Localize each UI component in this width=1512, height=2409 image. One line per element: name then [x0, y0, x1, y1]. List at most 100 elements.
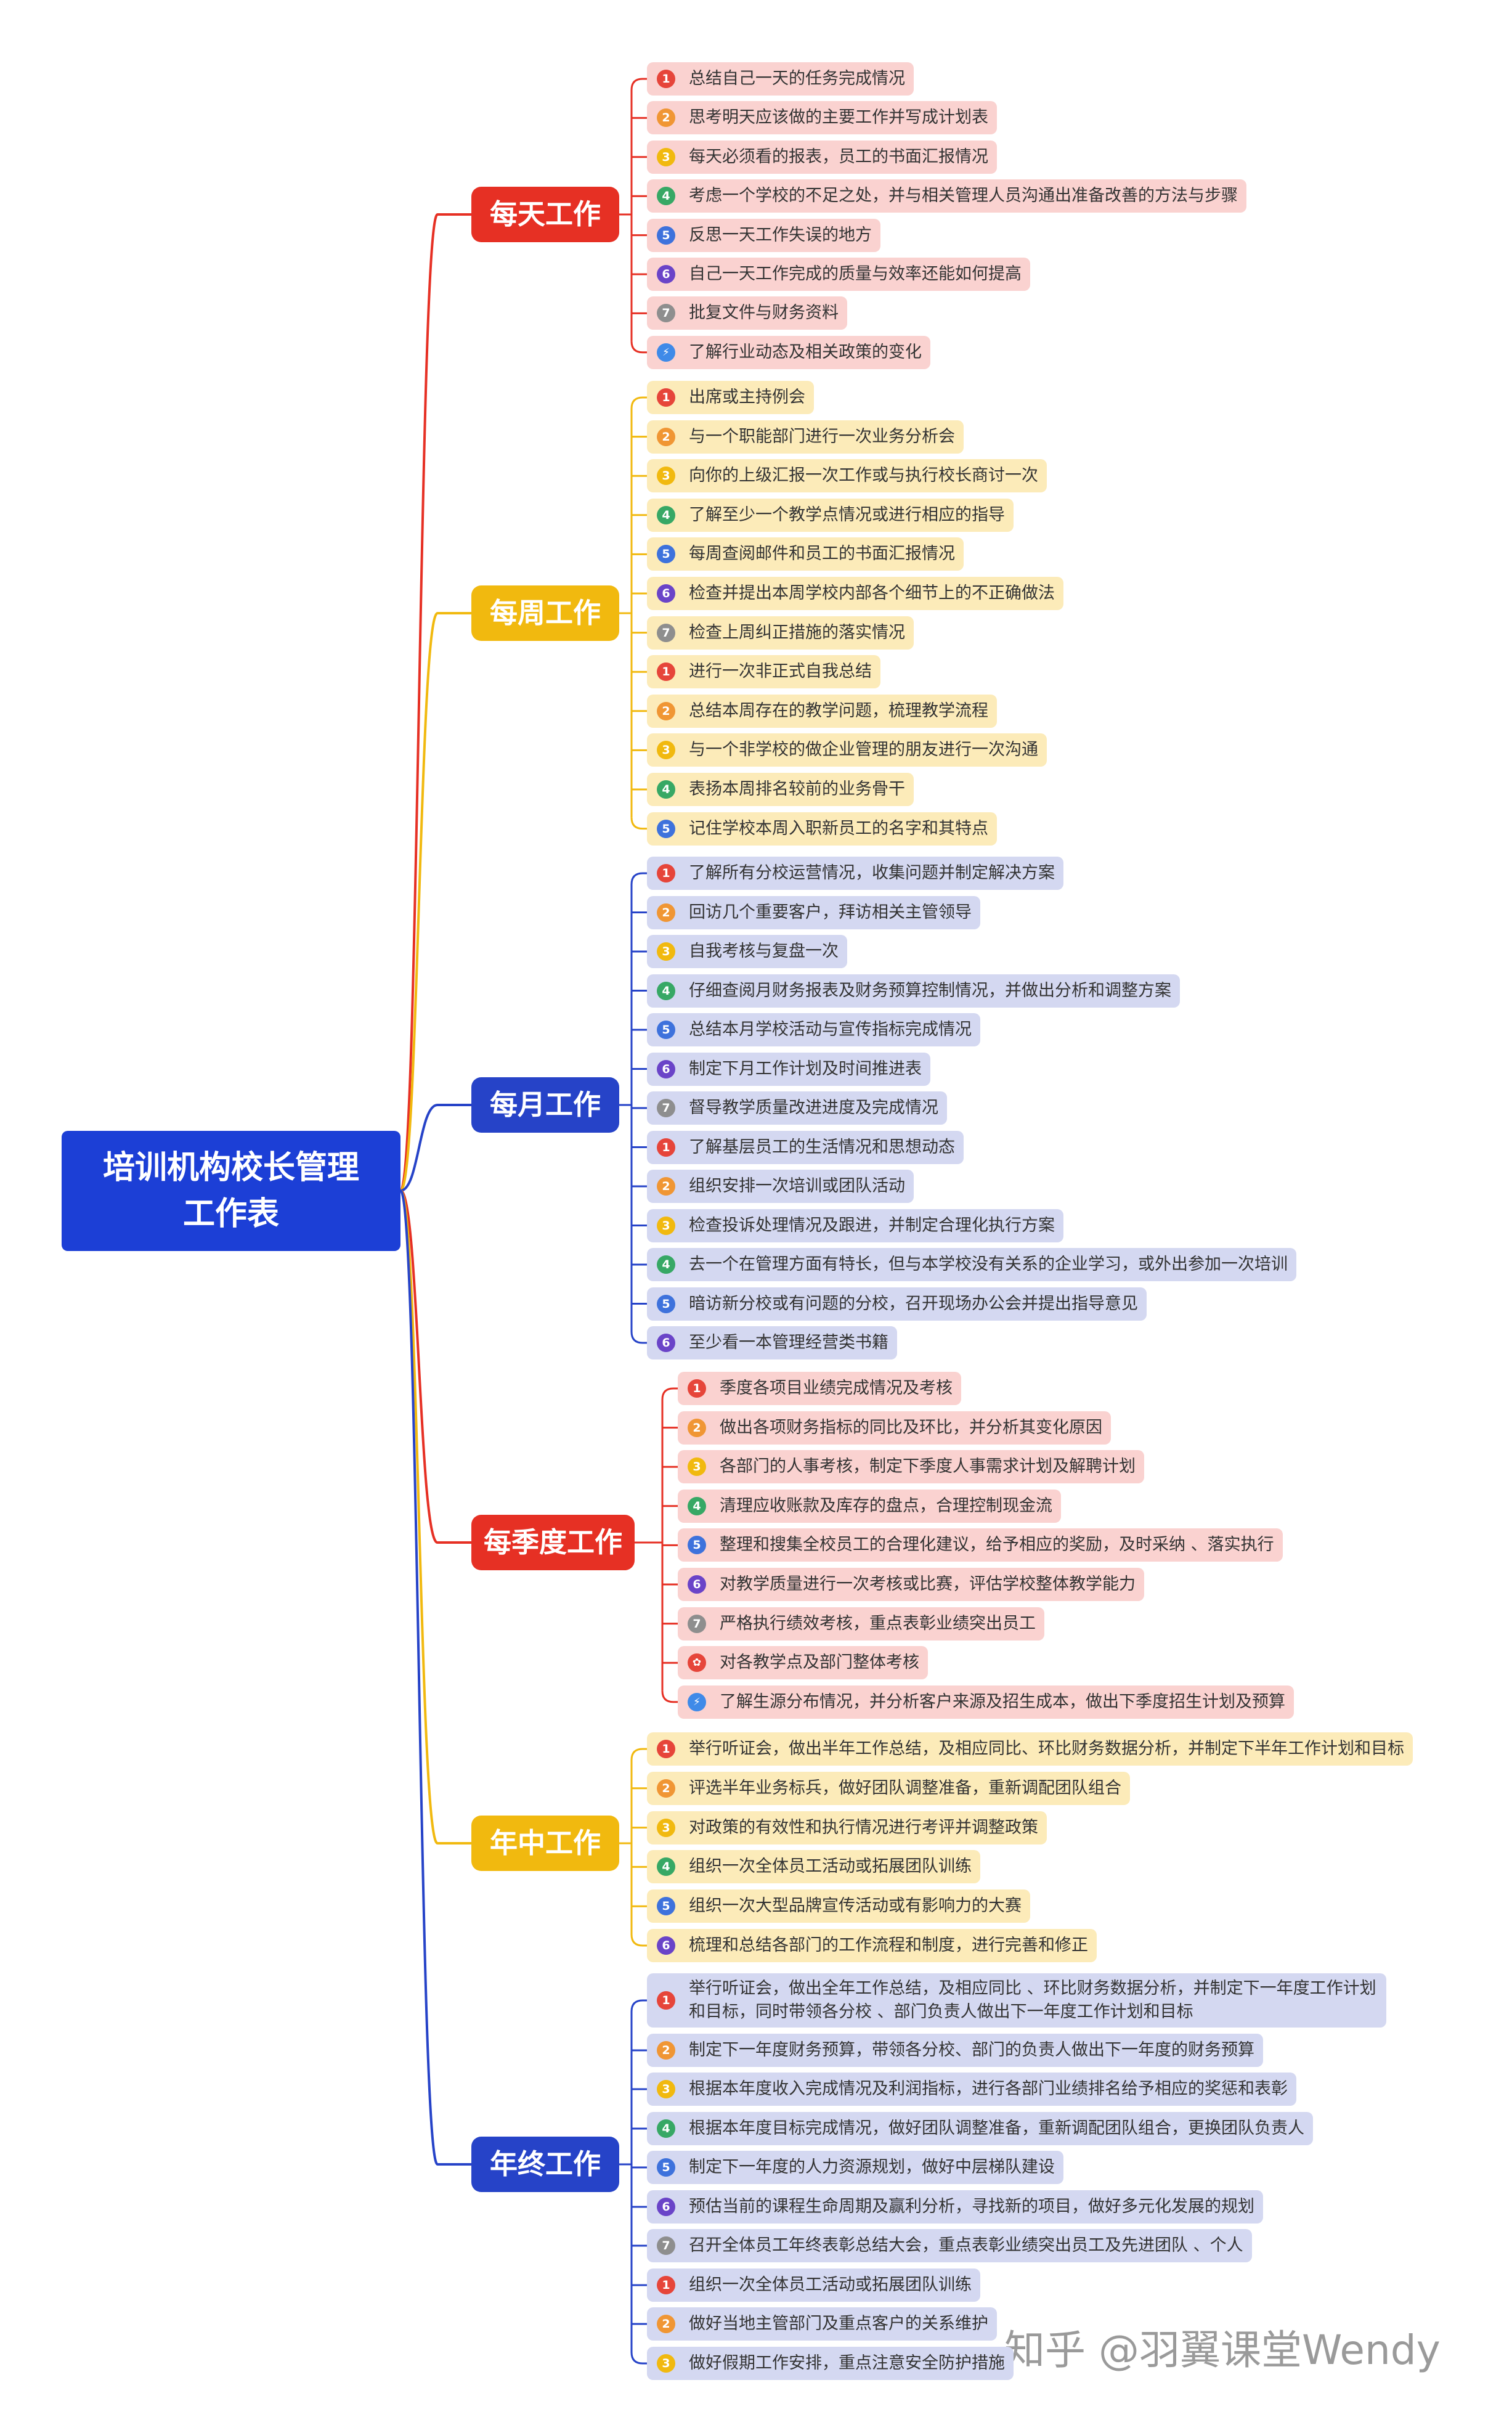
connector — [399, 1189, 471, 1844]
item-text: 表扬本周排名较前的业务骨干 — [689, 780, 905, 799]
item-text: 总结本月学校活动与宣传指标完成情况 — [689, 1020, 972, 1039]
branch-node: 每周工作 — [471, 585, 619, 641]
number-badge-icon: 1 — [657, 662, 675, 682]
number-badge-icon: 3 — [657, 147, 675, 166]
connector — [630, 1934, 647, 1947]
number-badge-icon: 2 — [657, 701, 675, 720]
number-badge-icon: 1 — [688, 1379, 706, 1398]
list-item: 5 总结本月学校活动与宣传指标完成情况 — [647, 1013, 980, 1046]
connector — [630, 1999, 647, 2012]
item-text: 对各教学点及部门整体考核 — [720, 1653, 919, 1673]
list-item: 4 清理应收账款及库存的盘点，合理控制现金流 — [678, 1489, 1061, 1523]
item-text: 召开全体员工年终表彰总结大会，重点表彰业绩突出员工及先进团队 、个人 — [689, 2236, 1243, 2255]
item-text: 去一个在管理方面有特长，但与本学校没有关系的企业学习，或外出参加一次培训 — [689, 1255, 1288, 1274]
item-text: 自己一天工作完成的质量与效率还能如何提高 — [689, 264, 1022, 283]
root-title-line1: 培训机构校长管理 — [102, 1149, 359, 1186]
number-badge-icon: 6 — [657, 2198, 675, 2216]
item-text: 了解至少一个教学点情况或进行相应的指导 — [689, 505, 1005, 524]
number-badge-icon: 7 — [657, 623, 675, 642]
list-item: ⚡了解行业动态及相关政策的变化 — [647, 335, 930, 369]
number-badge-icon: 4 — [688, 1496, 706, 1515]
connector — [399, 1189, 471, 2166]
number-badge-icon: 4 — [657, 505, 675, 524]
connector — [630, 396, 647, 409]
number-badge-icon: 5 — [657, 545, 675, 564]
number-badge-icon: 6 — [657, 1936, 675, 1955]
connector — [630, 817, 647, 830]
number-badge-icon: 2 — [657, 903, 675, 922]
number-badge-icon: 5 — [688, 1536, 706, 1555]
item-text: 做出各项财务指标的同比及环比，并分析其变化原因 — [720, 1417, 1102, 1437]
item-text: 清理应收账款及库存的盘点，合理控制现金流 — [720, 1496, 1052, 1515]
number-badge-icon: 2 — [657, 108, 675, 128]
connector — [661, 1387, 678, 1400]
item-text: 制定下一年度财务预算，带领各分校、部门的负责人做出下一年度的财务预算 — [689, 2040, 1254, 2060]
number-badge-icon: ✿ — [688, 1653, 706, 1673]
number-badge-icon: 6 — [657, 1059, 675, 1078]
item-text: 做好当地主管部门及重点客户的关系维护 — [689, 2314, 988, 2333]
item-text: 根据本年度目标完成情况，做好团队调整准备，重新调配团队组合，更换团队负责人 — [689, 2119, 1304, 2138]
number-badge-icon: 5 — [657, 819, 675, 838]
connector — [630, 1331, 647, 1344]
number-badge-icon: 1 — [657, 1740, 675, 1758]
number-badge-icon: 6 — [688, 1575, 706, 1594]
number-badge-icon: 3 — [657, 1216, 675, 1235]
list-item: 3 对政策的有效性和执行情况进行考评并调整政策 — [647, 1811, 1047, 1844]
item-text: 整理和搜集全校员工的合理化建议，给予相应的奖励，及时采纳 、落实执行 — [720, 1535, 1274, 1555]
number-badge-icon: 6 — [657, 265, 675, 283]
number-badge-icon: ⚡ — [688, 1692, 706, 1711]
number-badge-icon: 1 — [657, 2276, 675, 2294]
number-badge-icon: 2 — [657, 1779, 675, 1798]
connector — [630, 1748, 647, 1761]
list-item: 5 整理和搜集全校员工的合理化建议，给予相应的奖励，及时采纳 、落实执行 — [678, 1528, 1283, 1562]
watermark: 知乎 @羽翼课堂Wendy — [1004, 2326, 1441, 2374]
number-badge-icon: 3 — [688, 1457, 706, 1477]
item-text: 与一个非学校的做企业管理的朋友进行一次沟通 — [689, 740, 1038, 760]
number-badge-icon: 3 — [657, 1818, 675, 1837]
list-item: 6 自己一天工作完成的质量与效率还能如何提高 — [647, 258, 1030, 291]
number-badge-icon: 1 — [657, 864, 675, 882]
number-badge-icon: 5 — [657, 1294, 675, 1313]
number-badge-icon: 2 — [657, 2041, 675, 2060]
item-text: 了解所有分校运营情况，收集问题并制定解决方案 — [689, 863, 1055, 882]
root-title-line2: 工作表 — [182, 1195, 279, 1233]
connector — [399, 612, 471, 1192]
connector — [399, 213, 471, 1192]
item-text: 对政策的有效性和执行情况进行考评并调整政策 — [689, 1817, 1038, 1837]
item-text: 季度各项目业绩完成情况及考核 — [720, 1379, 953, 1398]
item-text: 与一个职能部门进行一次业务分析会 — [689, 426, 955, 446]
item-text: 了解行业动态及相关政策的变化 — [689, 342, 922, 362]
number-badge-icon: 4 — [657, 1255, 675, 1274]
item-text: 反思一天工作失误的地方 — [689, 225, 872, 245]
item-text: 检查上周纠正措施的落实情况 — [689, 622, 905, 642]
item-text: 举行听证会，做出全年工作总结，及相应同比 、环比财务数据分析，并制定下一年度工作… — [689, 1979, 1376, 2021]
connector — [400, 1104, 471, 1192]
number-badge-icon: 5 — [657, 1021, 675, 1039]
